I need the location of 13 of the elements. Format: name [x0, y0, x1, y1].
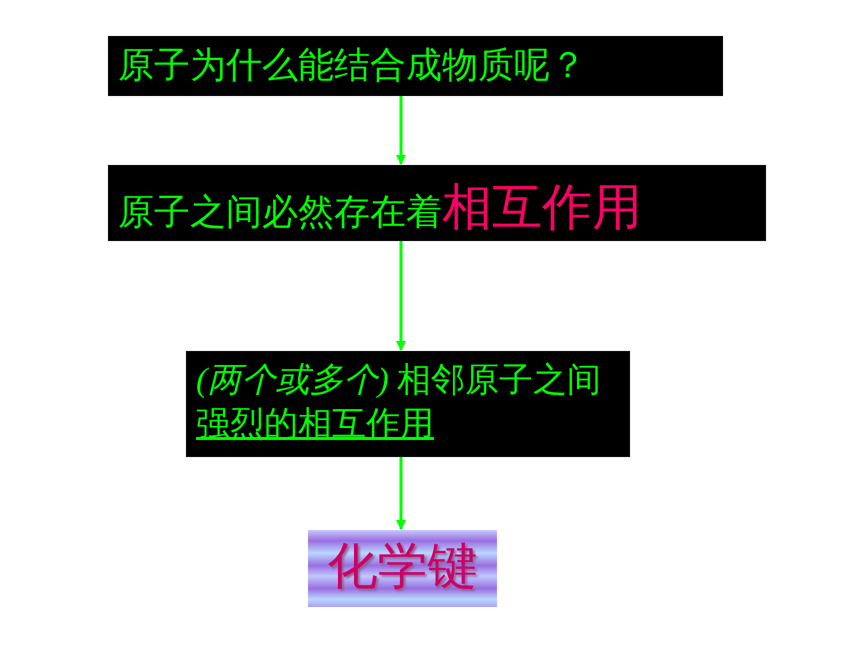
box-text: 原子之间必然存在着 — [118, 192, 442, 232]
question-box — [108, 36, 723, 96]
arrow — [396, 457, 406, 530]
arrow — [396, 96, 406, 165]
underlined-text: 强烈的相互作用 — [196, 406, 434, 444]
box-text: (两个或多个) 相邻原子之间 — [196, 362, 602, 399]
highlight-text: 相互作用 — [442, 179, 642, 235]
result-box — [308, 530, 497, 607]
process-box — [186, 351, 630, 457]
question-text: 原子为什么能结合成物质呢？ — [118, 45, 586, 85]
result-text: 化学键 — [328, 538, 478, 594]
process-box — [108, 165, 766, 241]
arrow — [396, 241, 406, 351]
